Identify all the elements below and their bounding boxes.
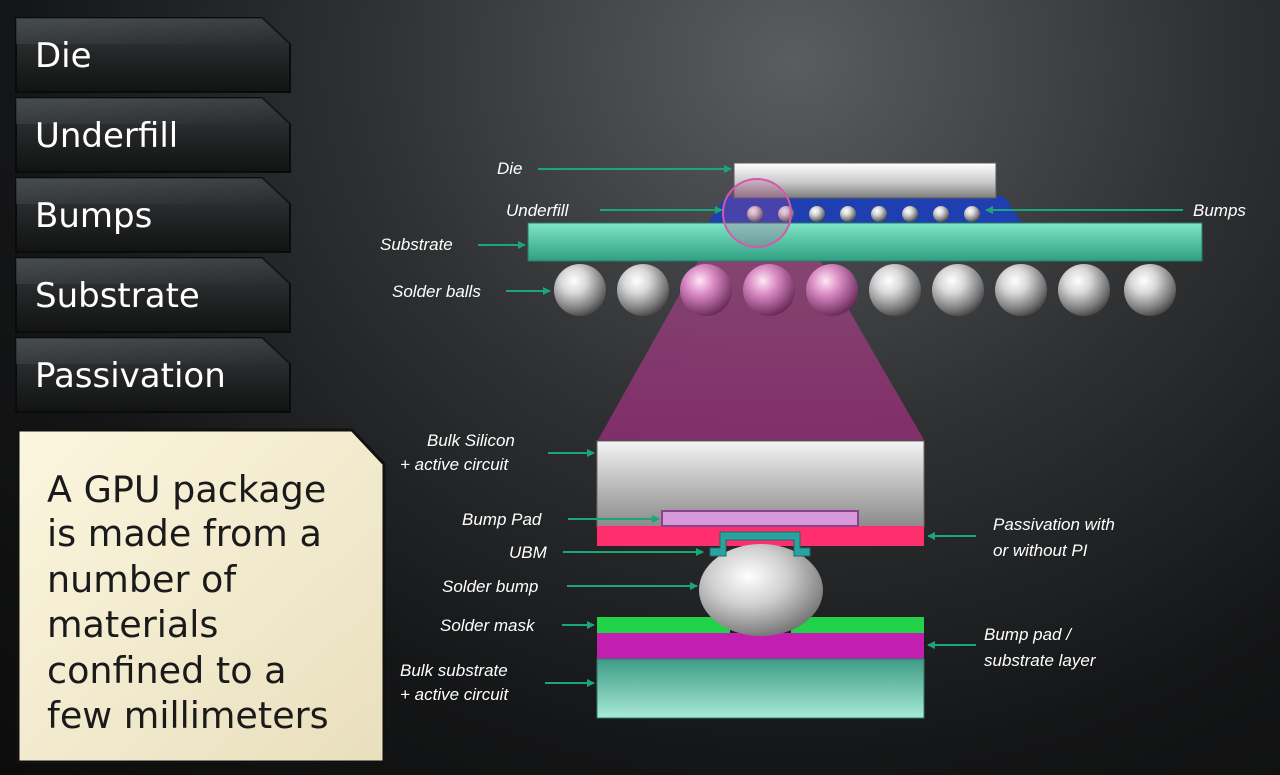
label-die: Die	[497, 159, 523, 178]
label-bumps: Bumps	[1193, 201, 1246, 220]
label-bump-pad-substrate-sub: substrate layer	[984, 651, 1097, 670]
solder-mask-right	[791, 617, 924, 634]
label-bulk-silicon: Bulk Silicon	[427, 431, 515, 450]
bump	[809, 206, 825, 222]
label-bulk-silicon-sub: + active circuit	[400, 455, 509, 474]
bump	[902, 206, 918, 222]
label-passivation: Passivation with	[993, 515, 1115, 534]
callout-line: few millimeters	[47, 694, 329, 737]
label-ubm: UBM	[509, 543, 548, 562]
sidebar-item-label: Die	[35, 36, 92, 76]
solder-ball	[806, 264, 858, 316]
label-substrate: Substrate	[380, 235, 453, 254]
solder-ball	[1058, 264, 1110, 316]
zoom-beam	[598, 208, 924, 440]
label-solder-balls: Solder balls	[392, 282, 481, 301]
substrate-layer	[597, 633, 924, 659]
label-solder-bump: Solder bump	[442, 577, 538, 596]
bump	[933, 206, 949, 222]
solder-balls-row	[554, 264, 1176, 316]
label-bulk-substrate: Bulk substrate	[400, 661, 508, 680]
bump	[747, 206, 763, 222]
label-underfill: Underfill	[506, 201, 570, 220]
sidebar-item-label: Substrate	[35, 276, 200, 316]
sidebar-item-die[interactable]: Die	[15, 17, 291, 93]
solder-ball	[869, 264, 921, 316]
label-passivation-sub: or without PI	[993, 541, 1088, 560]
solder-ball	[1124, 264, 1176, 316]
sidebar-item-label: Bumps	[35, 196, 152, 236]
ubm-layer	[709, 531, 811, 557]
sidebar-item-bumps[interactable]: Bumps	[15, 177, 291, 253]
callout-line: number of	[47, 558, 237, 601]
sidebar-item-underfill[interactable]: Underfill	[15, 97, 291, 173]
callout-line: A GPU package	[47, 468, 326, 511]
substrate-block	[527, 222, 1203, 262]
label-bulk-substrate-sub: + active circuit	[400, 685, 509, 704]
bump	[871, 206, 887, 222]
sidebar-item-label: Passivation	[35, 356, 226, 396]
solder-ball	[995, 264, 1047, 316]
callout-line: is made from a	[47, 512, 322, 555]
solder-mask-left	[597, 617, 730, 634]
sidebar: Die Underfill Bumps Substrate Passivatio…	[15, 17, 291, 413]
label-solder-mask: Solder mask	[440, 616, 536, 635]
solder-ball	[617, 264, 669, 316]
sidebar-item-label: Underfill	[35, 116, 178, 156]
bump	[964, 206, 980, 222]
bump-pad	[661, 510, 859, 527]
bump-detail: Bulk Silicon + active circuit Bump Pad U…	[400, 431, 1115, 719]
solder-ball	[932, 264, 984, 316]
solder-bump	[699, 544, 823, 636]
sidebar-item-passivation[interactable]: Passivation	[15, 337, 291, 413]
callout-line: materials	[47, 603, 218, 646]
package-overview: Die Underfill Bumps Substrate Solder bal…	[380, 159, 1246, 316]
label-bump-pad: Bump Pad	[462, 510, 542, 529]
magnify-circle	[722, 178, 792, 248]
label-bump-pad-substrate: Bump pad /	[984, 625, 1073, 644]
bump	[840, 206, 856, 222]
info-callout: A GPU package is made from a number of m…	[16, 428, 386, 764]
bulk-substrate-block	[596, 658, 925, 719]
sidebar-item-substrate[interactable]: Substrate	[15, 257, 291, 333]
solder-ball	[743, 264, 795, 316]
die-block	[733, 162, 997, 199]
solder-ball	[554, 264, 606, 316]
solder-ball	[680, 264, 732, 316]
callout-line: confined to a	[47, 649, 287, 692]
